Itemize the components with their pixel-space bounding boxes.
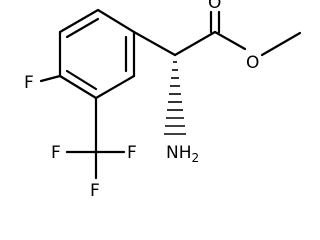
bond-ring-double-bottom [65, 69, 98, 91]
bond-alpha-carbonyl-c [173, 30, 217, 57]
atom-o-carbonyl: O [208, 0, 221, 13]
bond-ring-top [58, 8, 100, 34]
atom-o-ester: O [246, 53, 259, 73]
bond-ring-double-top [65, 17, 100, 39]
benzene-ring [58, 8, 136, 100]
bond-ring-bottom-right [94, 74, 136, 100]
bond-ring-bottom-left [58, 74, 98, 100]
structure-canvas: F F F F NH2 O O [24, 0, 302, 201]
atom-f-ring: F [24, 73, 34, 93]
atom-f-cf3-left: F [51, 143, 61, 163]
molecule-drawing: F F F F NH2 O O [24, 0, 302, 201]
bond-carbonyl-c-o-ester [213, 30, 247, 51]
atom-nh2: NH2 [166, 143, 199, 165]
atom-f-cf3-right: F [127, 143, 137, 163]
atom-f-cf3-bottom: F [90, 181, 100, 201]
bond-ring-top-right [96, 8, 136, 34]
stereo-hash-wedge [164, 61, 186, 135]
bond-ring-alpha-c [132, 30, 177, 57]
bond-ring-f [39, 74, 62, 83]
bond-o-methyl [260, 31, 302, 57]
